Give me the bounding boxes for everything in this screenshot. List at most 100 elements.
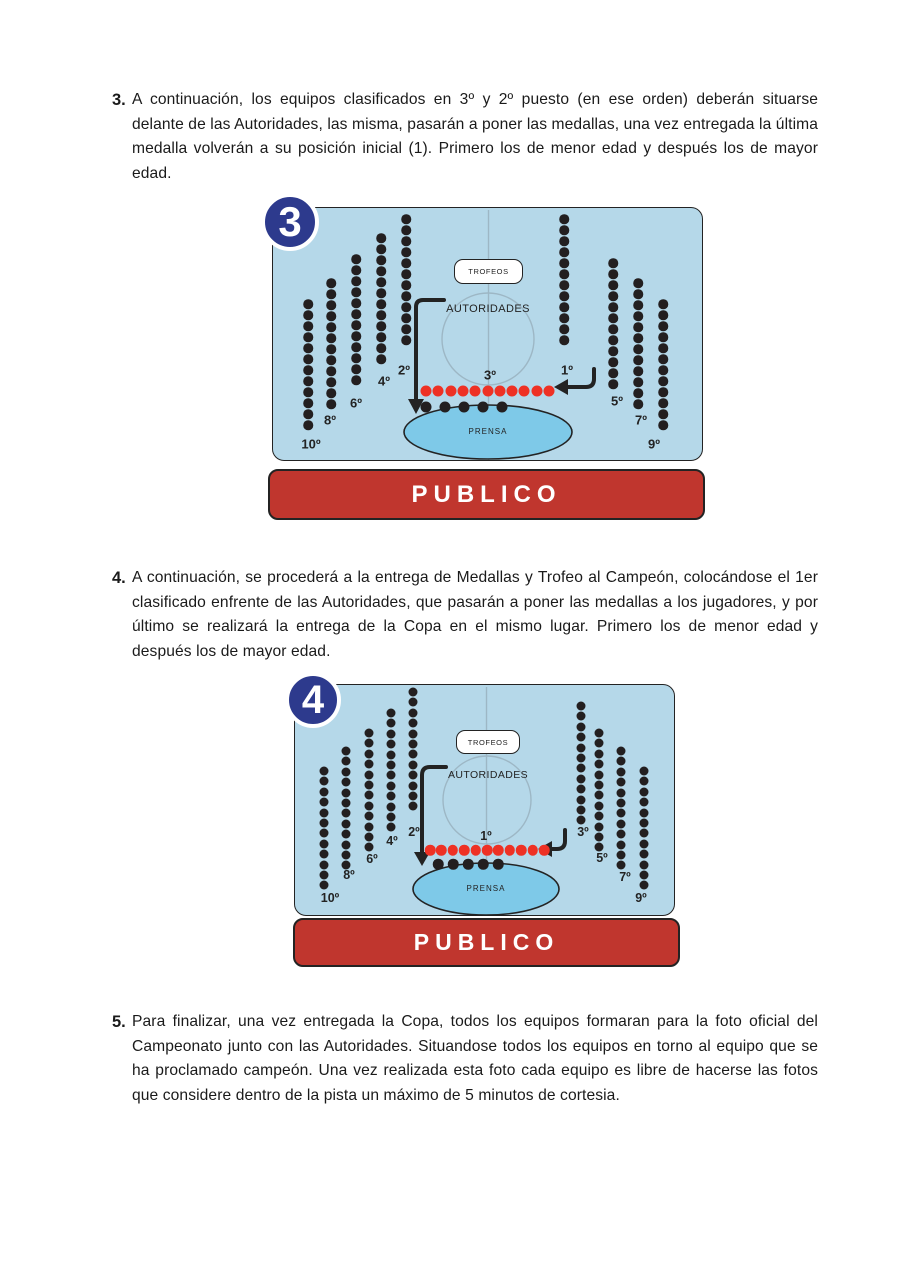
team-dot (576, 795, 586, 805)
team-dot (559, 236, 569, 246)
position-label: 7º (619, 870, 631, 884)
team-dot (559, 225, 569, 235)
down-arrowhead-icon (414, 852, 430, 866)
team-dot (639, 880, 649, 890)
team-dot (608, 379, 618, 389)
team-dot (303, 332, 313, 342)
team-dot (376, 255, 386, 265)
team-dot (616, 767, 626, 777)
team-dot (364, 749, 374, 759)
team-dot (616, 840, 626, 850)
medal-team-dot (432, 385, 444, 397)
team-dot (408, 729, 418, 739)
team-dot (351, 254, 361, 264)
team-dot (326, 344, 336, 354)
position-label: 6º (366, 852, 378, 866)
position-label: 3º (484, 367, 496, 383)
team-dot (364, 770, 374, 780)
team-dot (386, 812, 396, 822)
team-dot (303, 387, 313, 397)
team-dot (326, 366, 336, 376)
team-dot (401, 302, 411, 312)
team-dot (408, 781, 418, 791)
team-dot (326, 388, 336, 398)
team-dot (633, 322, 643, 332)
team-dot (576, 815, 586, 825)
team-dot (351, 353, 361, 363)
medal-team-dot (447, 844, 459, 856)
court-markings (403, 210, 596, 460)
team-dot (576, 774, 586, 784)
team-dot (658, 398, 668, 408)
medal-team-dot (481, 844, 493, 856)
team-dot (401, 236, 411, 246)
medal-team-dot (493, 844, 504, 856)
team-dot (376, 354, 386, 364)
team-dot (386, 718, 396, 728)
team-dot (608, 313, 618, 323)
team-dot (376, 310, 386, 320)
team-dot (401, 324, 411, 334)
escort-dot (458, 401, 470, 413)
team-dot (594, 759, 604, 769)
team-dot (351, 375, 361, 385)
team-dot (576, 711, 586, 721)
team-dot (658, 387, 668, 397)
team-dot (616, 808, 626, 818)
team-dot (326, 377, 336, 387)
team-dot (658, 332, 668, 342)
team-dot (326, 278, 336, 288)
medal-team-dot (420, 385, 432, 397)
medal-team-dot (436, 844, 447, 856)
step-4-badge: 4 (285, 672, 341, 728)
team-dot (559, 335, 569, 345)
team-dot (639, 818, 649, 828)
team-dot (303, 420, 313, 430)
position-label: 8º (343, 868, 355, 882)
team-dot (594, 801, 604, 811)
team-dot (639, 776, 649, 786)
escort-dot (432, 858, 444, 870)
team-dot (401, 335, 411, 345)
team-dot (303, 354, 313, 364)
team-dot (616, 788, 626, 798)
team-dot (608, 335, 618, 345)
team-dot (576, 805, 586, 815)
medal-team-dot (470, 844, 481, 856)
team-dot (401, 214, 411, 224)
team-dot (401, 258, 411, 268)
trofeos-box: TROFEOS (454, 259, 523, 284)
autoridades-label: AUTORIDADES (446, 303, 530, 315)
team-dot (401, 291, 411, 301)
team-dot (376, 332, 386, 342)
down-arrow (420, 765, 448, 855)
team-dot (658, 409, 668, 419)
team-dot (351, 320, 361, 330)
team-dot (658, 299, 668, 309)
item-number: 5. (112, 1013, 126, 1031)
team-dot (616, 798, 626, 808)
team-dot (303, 376, 313, 386)
team-dot (364, 738, 374, 748)
step-3-badge: 3 (261, 193, 319, 251)
team-dot (376, 277, 386, 287)
team-dot (559, 214, 569, 224)
team-dot (326, 311, 336, 321)
team-dot (616, 756, 626, 766)
team-dot (401, 225, 411, 235)
team-dot (559, 291, 569, 301)
team-dot (594, 790, 604, 800)
team-dot (408, 718, 418, 728)
team-dot (364, 759, 374, 769)
publico-banner: PUBLICO (268, 469, 705, 520)
team-dot (633, 311, 643, 321)
team-dot (319, 828, 329, 838)
team-dot (608, 368, 618, 378)
prensa-label: PRENSA (468, 427, 508, 436)
team-dot (351, 309, 361, 319)
position-label: 4º (378, 373, 390, 389)
team-dot (608, 258, 618, 268)
team-dot (616, 777, 626, 787)
team-dot (576, 784, 586, 794)
team-dot (341, 767, 351, 777)
